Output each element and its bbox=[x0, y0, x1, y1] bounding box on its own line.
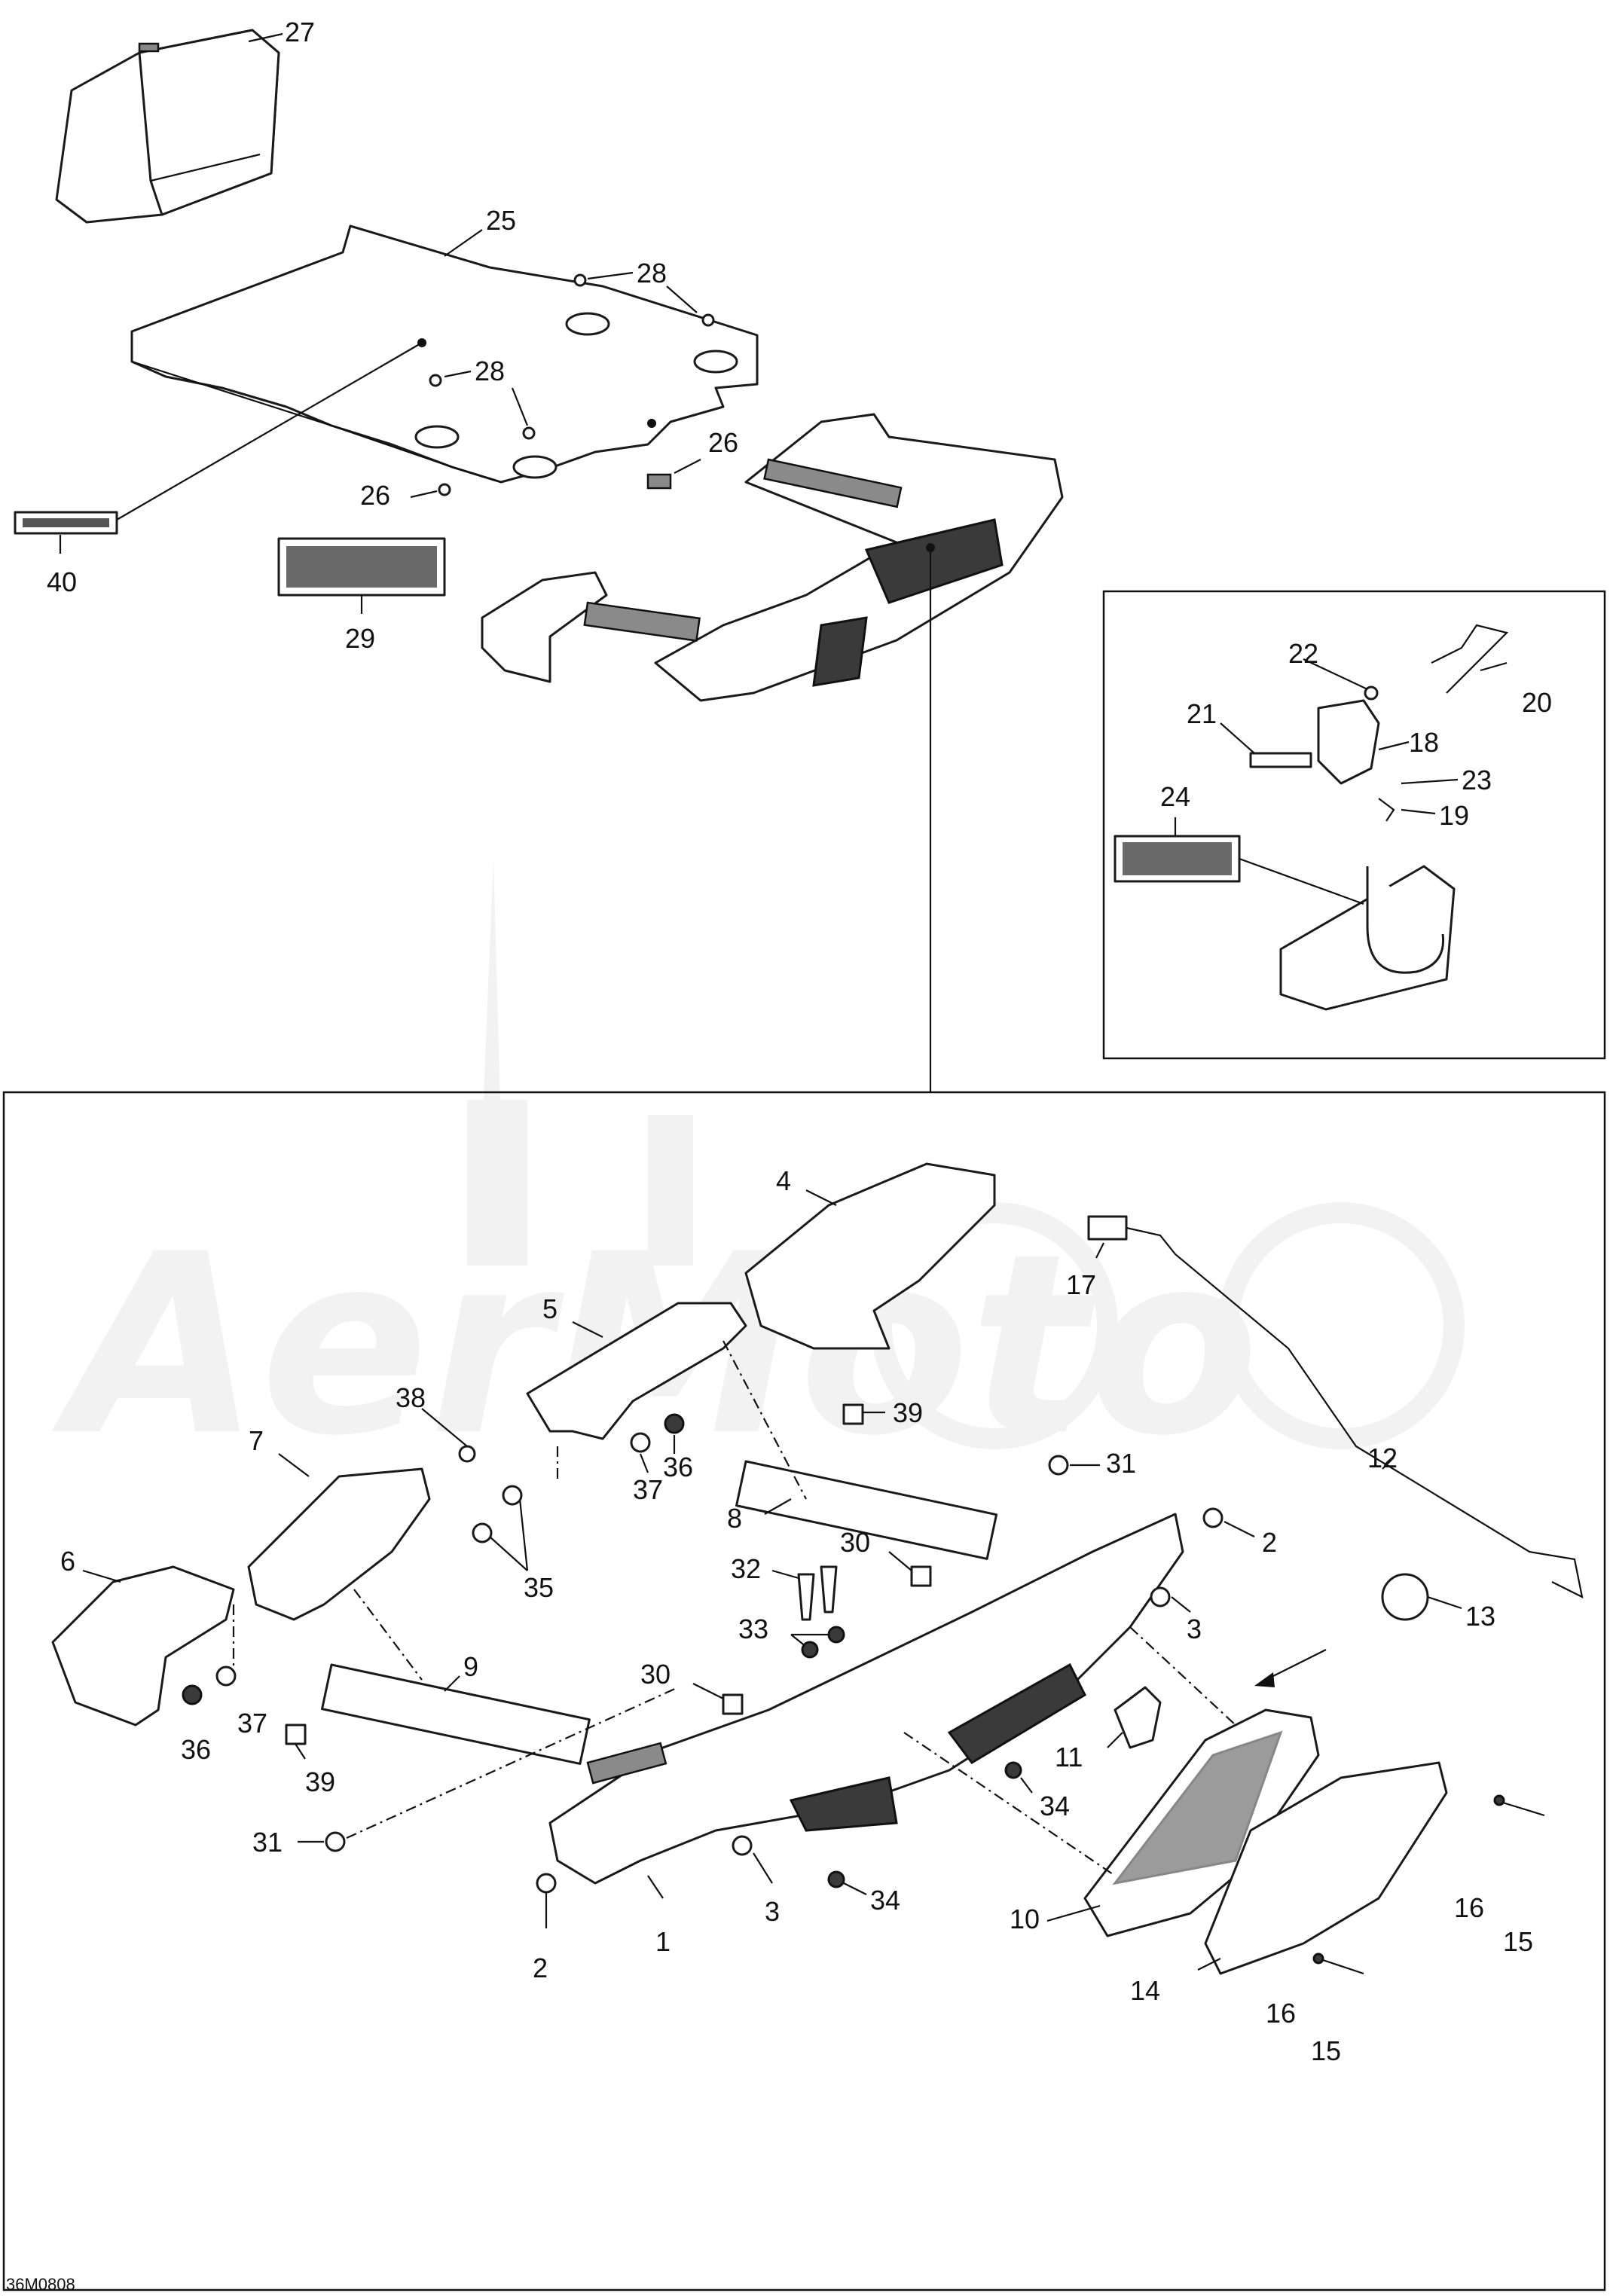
screw-38 bbox=[458, 1445, 476, 1463]
callout-10: 10 bbox=[1010, 1904, 1040, 1934]
watermark: AerMoto bbox=[48, 859, 1465, 1490]
drawing-code: 36M0808 bbox=[6, 2275, 75, 2294]
callout-31: 31 bbox=[1106, 1448, 1136, 1479]
callout-36: 36 bbox=[181, 1734, 211, 1765]
part-11 bbox=[1114, 1686, 1162, 1749]
callout-34: 34 bbox=[1040, 1791, 1070, 1821]
callout-15: 15 bbox=[1311, 2035, 1341, 2066]
callout-17: 17 bbox=[1066, 1269, 1096, 1300]
callout-4: 4 bbox=[776, 1165, 791, 1196]
part-6 bbox=[51, 1565, 235, 1727]
inset-hitch-box bbox=[1102, 590, 1606, 1060]
callout-30: 30 bbox=[640, 1659, 671, 1690]
part-1-main-rack bbox=[548, 1513, 1184, 1885]
screw-28 bbox=[429, 273, 715, 440]
clip-39a bbox=[842, 1403, 864, 1425]
callout-3: 3 bbox=[1187, 1614, 1202, 1644]
leader-25 bbox=[444, 229, 483, 257]
callout-32: 32 bbox=[731, 1553, 761, 1584]
wire-12 bbox=[1126, 1226, 1584, 1598]
clip-30b bbox=[722, 1693, 744, 1715]
callout-28: 28 bbox=[475, 356, 505, 386]
rail-9 bbox=[321, 1663, 591, 1765]
callout-9: 9 bbox=[463, 1651, 478, 1682]
clip-30a bbox=[910, 1565, 932, 1587]
bulb-13 bbox=[1381, 1573, 1429, 1621]
callout-21: 21 bbox=[1187, 698, 1217, 729]
part-27-cover bbox=[55, 29, 280, 224]
callout-27: 27 bbox=[285, 17, 315, 47]
callout-19: 19 bbox=[1439, 800, 1469, 831]
callout-26: 26 bbox=[708, 427, 738, 458]
connector-26b bbox=[646, 473, 672, 490]
callout-22: 22 bbox=[1288, 638, 1318, 669]
callout-2: 2 bbox=[533, 1953, 548, 1983]
part-5 bbox=[526, 1302, 747, 1440]
callout-39: 39 bbox=[893, 1397, 923, 1428]
part-14-lens bbox=[1204, 1761, 1448, 1975]
callout-25: 25 bbox=[486, 205, 516, 236]
callout-37: 37 bbox=[237, 1708, 267, 1739]
screw-26a bbox=[438, 483, 451, 496]
callout-7: 7 bbox=[249, 1425, 264, 1456]
rack-assembly-top bbox=[481, 413, 1064, 702]
decal-29 bbox=[277, 537, 446, 597]
callout-38: 38 bbox=[396, 1382, 426, 1413]
hitch-assembly bbox=[1249, 624, 1509, 1011]
callout-11: 11 bbox=[1055, 1742, 1083, 1772]
part-4 bbox=[744, 1162, 996, 1350]
callout-40: 40 bbox=[47, 566, 77, 597]
callout-20: 20 bbox=[1522, 687, 1552, 718]
part-25-base-plate bbox=[130, 224, 759, 484]
callout-18: 18 bbox=[1409, 727, 1439, 758]
callout-33: 33 bbox=[738, 1614, 768, 1644]
callout-39: 39 bbox=[305, 1766, 335, 1797]
callout-36: 36 bbox=[663, 1452, 693, 1482]
callout-16: 16 bbox=[1454, 1892, 1484, 1923]
callout-2: 2 bbox=[1262, 1527, 1277, 1558]
callout-34: 34 bbox=[870, 1885, 900, 1916]
callout-28: 28 bbox=[637, 258, 667, 289]
callout-14: 14 bbox=[1130, 1975, 1160, 2006]
callout-23: 23 bbox=[1462, 765, 1492, 795]
callout-12: 12 bbox=[1367, 1443, 1398, 1473]
callout-16: 16 bbox=[1266, 1998, 1296, 2029]
rail-8 bbox=[735, 1460, 998, 1560]
decal-40 bbox=[14, 511, 118, 535]
main-assembly-box bbox=[2, 1091, 1606, 2291]
part-7 bbox=[247, 1467, 431, 1621]
callout-6: 6 bbox=[60, 1546, 75, 1577]
callout-15: 15 bbox=[1503, 1926, 1533, 1957]
callout-3: 3 bbox=[765, 1896, 780, 1927]
callout-1: 1 bbox=[655, 1926, 671, 1957]
connector-17 bbox=[1087, 1215, 1128, 1241]
callout-13: 13 bbox=[1465, 1601, 1495, 1632]
callout-37: 37 bbox=[633, 1474, 663, 1505]
callout-24: 24 bbox=[1160, 781, 1190, 812]
callout-26: 26 bbox=[360, 480, 390, 511]
callout-29: 29 bbox=[345, 623, 375, 654]
callout-31: 31 bbox=[252, 1827, 283, 1858]
callout-35: 35 bbox=[524, 1572, 554, 1603]
leader-27 bbox=[248, 32, 283, 43]
callout-5: 5 bbox=[542, 1293, 558, 1324]
callout-8: 8 bbox=[727, 1503, 742, 1534]
clip-39b bbox=[285, 1724, 307, 1745]
callout-labels: 27 25 28 28 26 26 40 29 22 20 21 18 23 2… bbox=[6, 17, 1552, 2294]
callout-30: 30 bbox=[840, 1527, 870, 1558]
